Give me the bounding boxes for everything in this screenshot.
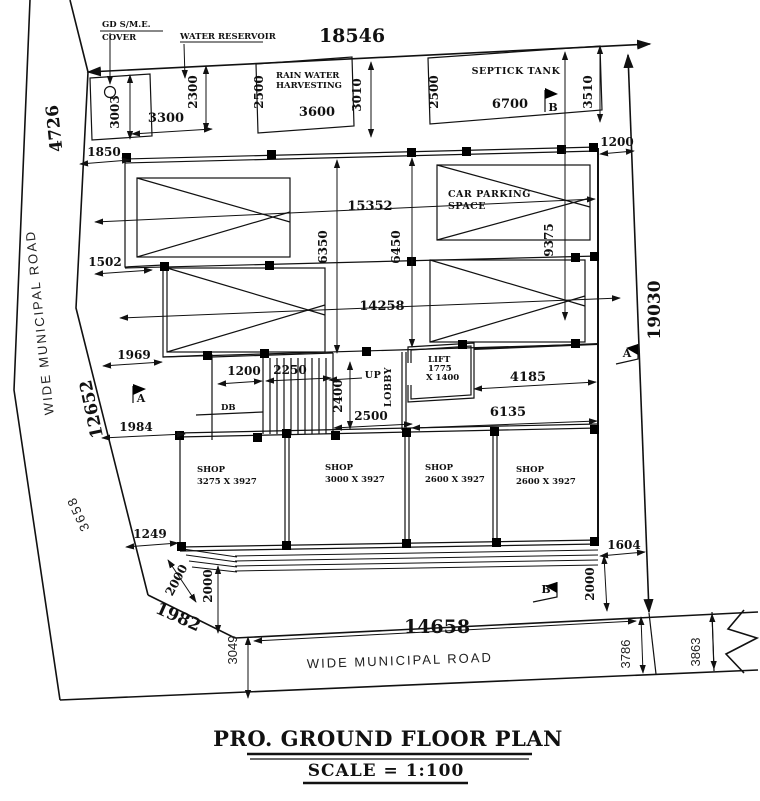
dim-cover-w: 3300 (148, 111, 184, 126)
dim-rwh-h: 2500 (252, 75, 266, 108)
shop1-label: SHOP (197, 465, 226, 475)
dim-cover-h: 3003 (108, 95, 122, 128)
dim-septic-side: 3510 (581, 75, 595, 108)
dim-top-right-gap: 1200 (600, 135, 633, 149)
dim-road-seg3: 3863 (688, 638, 703, 667)
shop3-label: SHOP (425, 463, 454, 473)
rain-water-label-2: HARVESTING (276, 81, 342, 91)
dim-rwh-side: 3010 (350, 78, 364, 111)
road-break-symbol (724, 609, 760, 674)
cover-label-2: COVER (102, 33, 137, 43)
title-block: PRO. GROUND FLOOR PLAN SCALE = 1:100 (213, 726, 563, 785)
dim-corner-cut: 1982 (152, 599, 203, 637)
cover-label-1: GD S/M.E. (102, 20, 151, 30)
section-b-bottom-letter: B (541, 583, 550, 596)
dim-left-gap3: 1969 (117, 348, 150, 362)
car-parking-label-1: CAR PARKING (448, 189, 531, 200)
dim-stair-depth: 2400 (331, 379, 345, 412)
water-reservoir-leader-arrow (181, 43, 188, 79)
cover-circle (103, 85, 117, 99)
bottom-road-label: WIDE MUNICIPAL ROAD (307, 650, 493, 671)
lobby-label: LOBBY (383, 367, 394, 407)
dim-top-left-gap: 1850 (87, 145, 120, 159)
section-b-top-letter: B (548, 101, 557, 114)
up-arrow (328, 376, 363, 383)
dim-left-gap4: 1984 (119, 420, 152, 434)
parking-stall-4 (429, 259, 586, 343)
dim-col-right: 9375 (542, 223, 556, 256)
section-a-right: A (615, 344, 639, 365)
plot-boundary (75, 39, 654, 639)
section-markers: B A A B (132, 88, 639, 603)
dim-stair-width: 2250 (273, 363, 306, 377)
dim-road-seg2: 3786 (618, 640, 633, 669)
rain-water-label-1: RAIN WATER (276, 71, 340, 81)
dim-cover-side: 2300 (186, 75, 200, 108)
lift-label-3: X 1400 (426, 373, 459, 383)
dim-road-left-length: 12652 (76, 378, 108, 440)
dim-corner-step1: 2000 (162, 562, 190, 598)
dim-septic-w: 6700 (492, 97, 528, 112)
lift-label-2: 1775 (428, 364, 452, 374)
dim-row1-width: 15352 (347, 199, 392, 214)
dim-right-overall: 19030 (645, 280, 665, 339)
shop4-label: SHOP (516, 465, 545, 475)
dim-col-mid: 6450 (389, 230, 403, 263)
dim-col-left: 6350 (316, 230, 330, 263)
up-label: UP (365, 370, 381, 381)
septic-tank-label: SEPTICK TANK (472, 66, 561, 77)
dim-stair-clear: 2500 (354, 409, 387, 423)
left-road-width: 3658 (63, 494, 92, 534)
shop2-label: SHOP (325, 463, 354, 473)
dim-left-gap2: 1502 (88, 255, 121, 269)
dim-shop-right-drop: 2000 (583, 567, 597, 600)
septic-tank-room (427, 45, 603, 125)
dim-shop-right-gap: 1604 (607, 538, 640, 552)
section-a-right-letter: A (622, 347, 632, 360)
shops (177, 423, 599, 573)
dim-rwh-w: 3600 (299, 105, 335, 120)
section-a-left-letter: A (136, 392, 146, 405)
dim-lift-gap: 4185 (510, 370, 546, 385)
dimension-lines (79, 45, 717, 699)
section-a-left: A (132, 384, 146, 405)
left-road-label: WIDE MUNICIPAL ROAD (22, 229, 56, 416)
car-parking-label-2: SPACE (448, 201, 486, 212)
water-reservoir-label: WATER RESERVOIR (179, 32, 277, 42)
dim-road-top-width: 4726 (43, 104, 68, 153)
shop2-size: 3000 X 3927 (325, 475, 385, 485)
staircase (211, 352, 363, 434)
parking-stall-2 (166, 267, 326, 353)
shop3-size: 2600 X 3927 (425, 475, 485, 485)
dim-corner-step2: 2000 (201, 569, 215, 602)
lift-shaft (407, 342, 475, 403)
dim-shop-gap: 1249 (133, 527, 166, 541)
dim-septic-h: 2500 (427, 75, 441, 108)
section-b-bottom: B (532, 582, 558, 603)
section-b-top: B (544, 88, 558, 114)
dim-road-seg1: 3049 (225, 636, 240, 665)
dim-stair-gap: 1200 (227, 364, 260, 378)
dim-bottom-overall: 14658 (404, 616, 470, 638)
dim-lobby-width: 6135 (490, 405, 526, 420)
rain-water-harvesting-room (255, 56, 355, 134)
lift-label-1: LIFT (428, 355, 451, 365)
door-tag: DB (221, 403, 236, 413)
shop4-size: 2600 X 3927 (516, 477, 576, 487)
dimension-texts: 18546 3003 3300 2300 2500 3600 3010 2500… (43, 25, 703, 668)
drawing-title: PRO. GROUND FLOOR PLAN (213, 726, 563, 751)
shop1-size: 3275 X 3927 (197, 477, 257, 487)
columns (122, 143, 599, 551)
drawing-scale: SCALE = 1:100 (308, 761, 465, 781)
dim-top-overall: 18546 (319, 25, 385, 47)
parking-stall-1 (136, 177, 291, 258)
dim-row2-width: 14258 (359, 299, 404, 314)
